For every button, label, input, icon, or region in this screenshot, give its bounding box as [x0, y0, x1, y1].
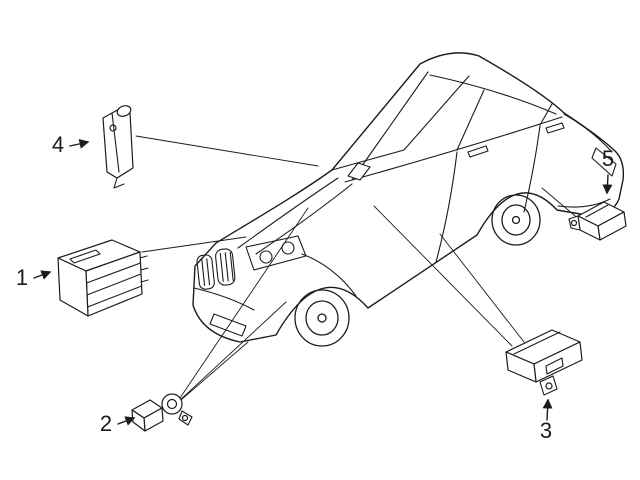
- part-5-mount-tab: [568, 215, 581, 231]
- grille-right-kidney: [215, 248, 236, 286]
- grille-left-kidney: [196, 254, 215, 290]
- callout-5-arrow: [602, 174, 613, 195]
- part-3-connector: [545, 357, 564, 375]
- callout-1-label: 1: [16, 265, 28, 290]
- front-hub: [317, 313, 327, 323]
- side-mirror: [347, 162, 371, 181]
- callout-2-arrow: [117, 416, 136, 426]
- callout-4-label: 4: [52, 132, 64, 157]
- part-1-rib: [86, 273, 142, 296]
- callout-4: 4: [52, 132, 90, 157]
- part-1-connector: [69, 249, 101, 264]
- rear-door-cut: [523, 125, 541, 213]
- leader-line-part-5: [541, 187, 581, 221]
- windshield-far-pillar: [403, 75, 470, 151]
- part-1-drawing: [57, 239, 149, 317]
- leader-line-part-2: [179, 207, 309, 399]
- part-2-sensor-core: [166, 398, 178, 410]
- callout-3-arrow: [542, 398, 553, 421]
- b-pillar: [456, 89, 485, 151]
- callouts: 1 2 3 4 5: [16, 132, 614, 443]
- car-illustration: [192, 52, 625, 347]
- front-rim: [305, 300, 339, 336]
- part-1-rib: [85, 262, 142, 284]
- leader-line-part-3: [373, 205, 513, 347]
- tail-lamp: [591, 147, 617, 177]
- grille-slat: [201, 258, 206, 286]
- leader-line-part-1: [141, 236, 247, 253]
- car-body-outline: [192, 52, 625, 343]
- grille-slat: [219, 252, 224, 282]
- part-2-sensor-body: [161, 393, 183, 415]
- callout-3-label: 3: [540, 418, 552, 443]
- front-bumper-details: [193, 253, 357, 337]
- rear-wheel: [491, 194, 541, 246]
- part-1-rib: [87, 285, 143, 308]
- part-2-mount-hole: [181, 414, 189, 422]
- callout-5: 5: [602, 146, 614, 195]
- hood-crease-lines: [237, 177, 353, 255]
- part-2-drawing: [131, 393, 193, 432]
- part-2-mount-tab: [178, 410, 193, 426]
- bumper-crease: [193, 287, 255, 311]
- callout-5-label: 5: [602, 146, 614, 171]
- diagram-line-art: 1 2 3 4 5: [16, 52, 627, 443]
- part-1-pin: [139, 255, 148, 259]
- kidney-grille: [196, 248, 236, 290]
- part-4-mount-hole: [109, 124, 117, 132]
- part-5-drawing: [568, 201, 627, 241]
- callout-1-arrow: [33, 270, 52, 280]
- front-tire: [294, 289, 350, 347]
- window-top-line: [429, 74, 557, 115]
- part-4-drawing: [102, 105, 134, 189]
- part-3-mount-hole: [545, 382, 553, 390]
- part-4-foot: [113, 177, 125, 189]
- headlight-projector-icon: [281, 241, 295, 255]
- part-1-pin: [140, 267, 149, 271]
- leader-lines: [135, 135, 581, 407]
- rear-deck-line: [563, 113, 613, 153]
- part-1-side-face: [57, 257, 89, 317]
- callout-1: 1: [16, 265, 52, 290]
- part-4-sensor-head: [116, 105, 132, 117]
- hood-crease: [255, 183, 353, 255]
- bumper-air-intake: [209, 313, 247, 337]
- c-pillar-glass-edge: [539, 103, 553, 126]
- fender-arch-lip: [301, 253, 357, 297]
- grille-slat: [224, 252, 229, 282]
- leader-line-part-3: [439, 233, 525, 343]
- cowl-line: [331, 149, 405, 171]
- rear-bumper-crease: [557, 198, 611, 208]
- rear-rim: [501, 204, 531, 236]
- part-4-edge-line: [111, 112, 120, 173]
- rear-tire: [491, 194, 541, 246]
- front-door-cut: [435, 151, 458, 263]
- leader-line-part-2: [177, 301, 287, 403]
- headlight-projector-icon: [259, 250, 273, 264]
- part-3-side-face: [505, 351, 537, 383]
- part-3-mount-tab: [539, 375, 558, 396]
- front-door-handle: [467, 145, 489, 158]
- part-3-drawing: [505, 329, 583, 396]
- front-wheel: [294, 289, 350, 347]
- greenhouse-lines: [331, 71, 613, 183]
- part-5-rib: [585, 204, 609, 218]
- grille-slat: [229, 251, 234, 281]
- callout-2-label: 2: [100, 411, 112, 436]
- rear-hub: [511, 215, 521, 225]
- leader-line-part-4: [135, 135, 319, 167]
- part-3-rib: [513, 331, 561, 355]
- leader-line-part-2: [173, 341, 249, 407]
- hood-crease: [237, 177, 339, 249]
- callout-3: 3: [540, 398, 553, 443]
- grille-slat: [206, 258, 211, 286]
- part-1-pin: [140, 279, 149, 283]
- part-5-mount-hole: [570, 219, 578, 227]
- door-lines: [435, 122, 565, 263]
- callout-4-arrow: [69, 138, 90, 149]
- callout-2: 2: [100, 411, 136, 436]
- rear-door-handle: [545, 122, 565, 134]
- a-pillar-inner: [351, 71, 429, 181]
